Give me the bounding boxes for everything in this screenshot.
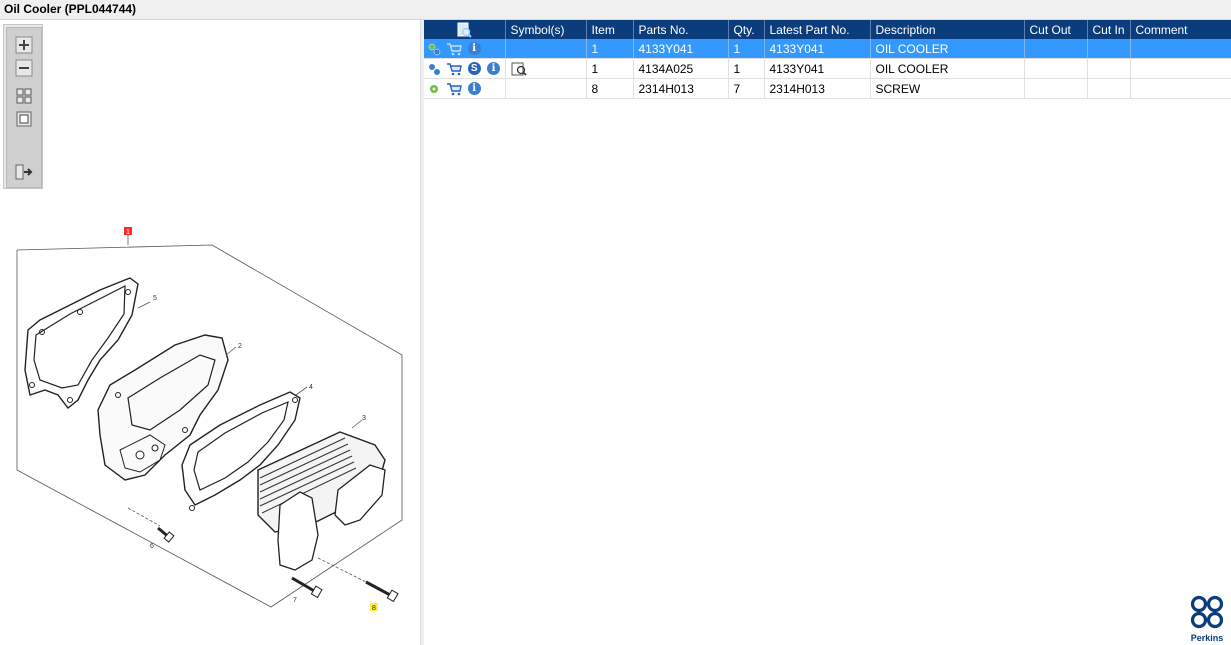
row-qty-cell: 1 [728, 39, 765, 59]
callout-2: 2 [238, 343, 242, 350]
row-qty-cell: 7 [728, 78, 765, 99]
document-search-icon[interactable] [511, 62, 527, 76]
row-symbols-cell [505, 58, 587, 79]
housing-part-2[interactable] [97, 334, 229, 481]
row-actions-cell: i [424, 39, 506, 59]
column-header-description[interactable]: Description [870, 20, 1025, 39]
callout-7: 7 [293, 597, 297, 604]
fit-window-icon [16, 111, 32, 127]
zoom-in-button[interactable] [15, 36, 33, 54]
column-header-item[interactable]: Item [586, 20, 634, 39]
gear-link-icon[interactable] [427, 62, 441, 76]
parts-list-pane: Symbol(s) Item Parts No. Qty. Latest Par… [424, 20, 1231, 645]
perkins-logo: Perkins [1187, 595, 1227, 643]
zoom-out-button[interactable] [15, 59, 33, 77]
row-item-cell: 8 [586, 78, 634, 99]
exploded-parts-diagram: 1 5 2 4 [16, 227, 403, 612]
logo-brand-text: Perkins [1190, 633, 1224, 643]
screw-part-8[interactable] [365, 580, 399, 603]
callout-6: 6 [150, 543, 154, 550]
cart-icon[interactable] [446, 82, 463, 96]
row-qty-cell: 1 [728, 58, 765, 79]
toolbar-inner [6, 27, 42, 188]
row-comment-cell [1130, 58, 1231, 79]
row-comment-cell [1130, 39, 1231, 59]
zoom-out-icon [15, 59, 33, 77]
row-cut-in-cell [1087, 58, 1131, 79]
callout-1-marker[interactable] [124, 227, 132, 235]
fit-all-icon [16, 88, 32, 104]
column-header-qty[interactable]: Qty. [728, 20, 765, 39]
parts-table: Symbol(s) Item Parts No. Qty. Latest Par… [424, 20, 1231, 99]
cooler-core-part-3[interactable] [257, 431, 386, 571]
row-part-no-cell: 2314H013 [633, 78, 729, 99]
row-part-no-cell: 4134A025 [633, 58, 729, 79]
expand-panel-icon [15, 164, 33, 180]
row-latest-part-no-cell: 4133Y041 [764, 39, 871, 59]
row-comment-cell [1130, 78, 1231, 99]
row-actions-cell: i [424, 78, 506, 99]
callout-3: 3 [362, 415, 366, 422]
cart-icon[interactable] [446, 62, 463, 76]
row-cut-out-cell [1024, 39, 1088, 59]
callout-4: 4 [309, 384, 313, 391]
column-header-parts-no[interactable]: Parts No. [633, 20, 729, 39]
column-header-symbols[interactable]: Symbol(s) [505, 20, 587, 39]
diagram-pane: 1 5 2 4 [0, 20, 420, 645]
window-title: Oil Cooler (PPL044744) [4, 2, 137, 16]
row-latest-part-no-cell: 2314H013 [764, 78, 871, 99]
row-description-cell: OIL COOLER [870, 58, 1025, 79]
info-icon[interactable]: i [467, 42, 481, 56]
gasket-part-4[interactable] [181, 391, 301, 511]
gear-icon[interactable] [427, 82, 441, 96]
table-row[interactable]: S i 1 4134A025 1 4133Y041 OIL COOLER [424, 58, 1231, 79]
document-search-icon [457, 22, 472, 38]
table-row[interactable]: i 1 4133Y041 1 4133Y041 OIL COOLER [424, 39, 1231, 59]
row-cut-out-cell [1024, 58, 1088, 79]
row-symbols-cell [505, 78, 587, 99]
row-part-no-cell: 4133Y041 [633, 39, 729, 59]
table-header-row: Symbol(s) Item Parts No. Qty. Latest Par… [424, 20, 1231, 39]
callout-8: 8 [372, 605, 376, 612]
callout-8-marker[interactable] [370, 603, 378, 611]
row-cut-out-cell [1024, 78, 1088, 99]
diagram-toolbar [3, 24, 43, 189]
info-icon[interactable]: i [487, 62, 501, 76]
expand-panel-button[interactable] [15, 163, 33, 181]
perkins-logo-icon [1190, 595, 1224, 629]
zoom-in-icon [15, 36, 33, 54]
title-bar: Oil Cooler (PPL044744) [0, 0, 1231, 20]
column-header-cut-in[interactable]: Cut In [1087, 20, 1131, 39]
column-header-latest-part-no[interactable]: Latest Part No. [764, 20, 871, 39]
row-item-cell: 1 [586, 39, 634, 59]
table-row[interactable]: i 8 2314H013 7 2314H013 SCREW [424, 78, 1231, 99]
pane-splitter[interactable] [420, 20, 424, 645]
row-symbols-cell [505, 39, 587, 59]
supersession-icon[interactable]: S [467, 62, 481, 76]
cart-disabled-icon[interactable] [446, 42, 463, 56]
gasket-part-5[interactable] [24, 277, 139, 409]
gear-link-icon[interactable] [427, 42, 441, 56]
screw-part-6[interactable] [157, 526, 175, 543]
callout-1: 1 [126, 229, 130, 236]
column-header-cut-out[interactable]: Cut Out [1024, 20, 1088, 39]
row-description-cell: SCREW [870, 78, 1025, 99]
screw-part-7[interactable] [291, 576, 323, 599]
fit-window-button[interactable] [15, 110, 33, 128]
row-item-cell: 1 [586, 58, 634, 79]
column-header-icons[interactable] [424, 20, 506, 39]
row-cut-in-cell [1087, 39, 1131, 59]
row-latest-part-no-cell: 4133Y041 [764, 58, 871, 79]
column-header-comment[interactable]: Comment [1130, 20, 1231, 39]
callout-5: 5 [153, 295, 157, 302]
fit-all-button[interactable] [15, 87, 33, 105]
row-cut-in-cell [1087, 78, 1131, 99]
row-actions-cell: S i [424, 58, 506, 79]
row-description-cell: OIL COOLER [870, 39, 1025, 59]
info-icon[interactable]: i [467, 82, 481, 96]
